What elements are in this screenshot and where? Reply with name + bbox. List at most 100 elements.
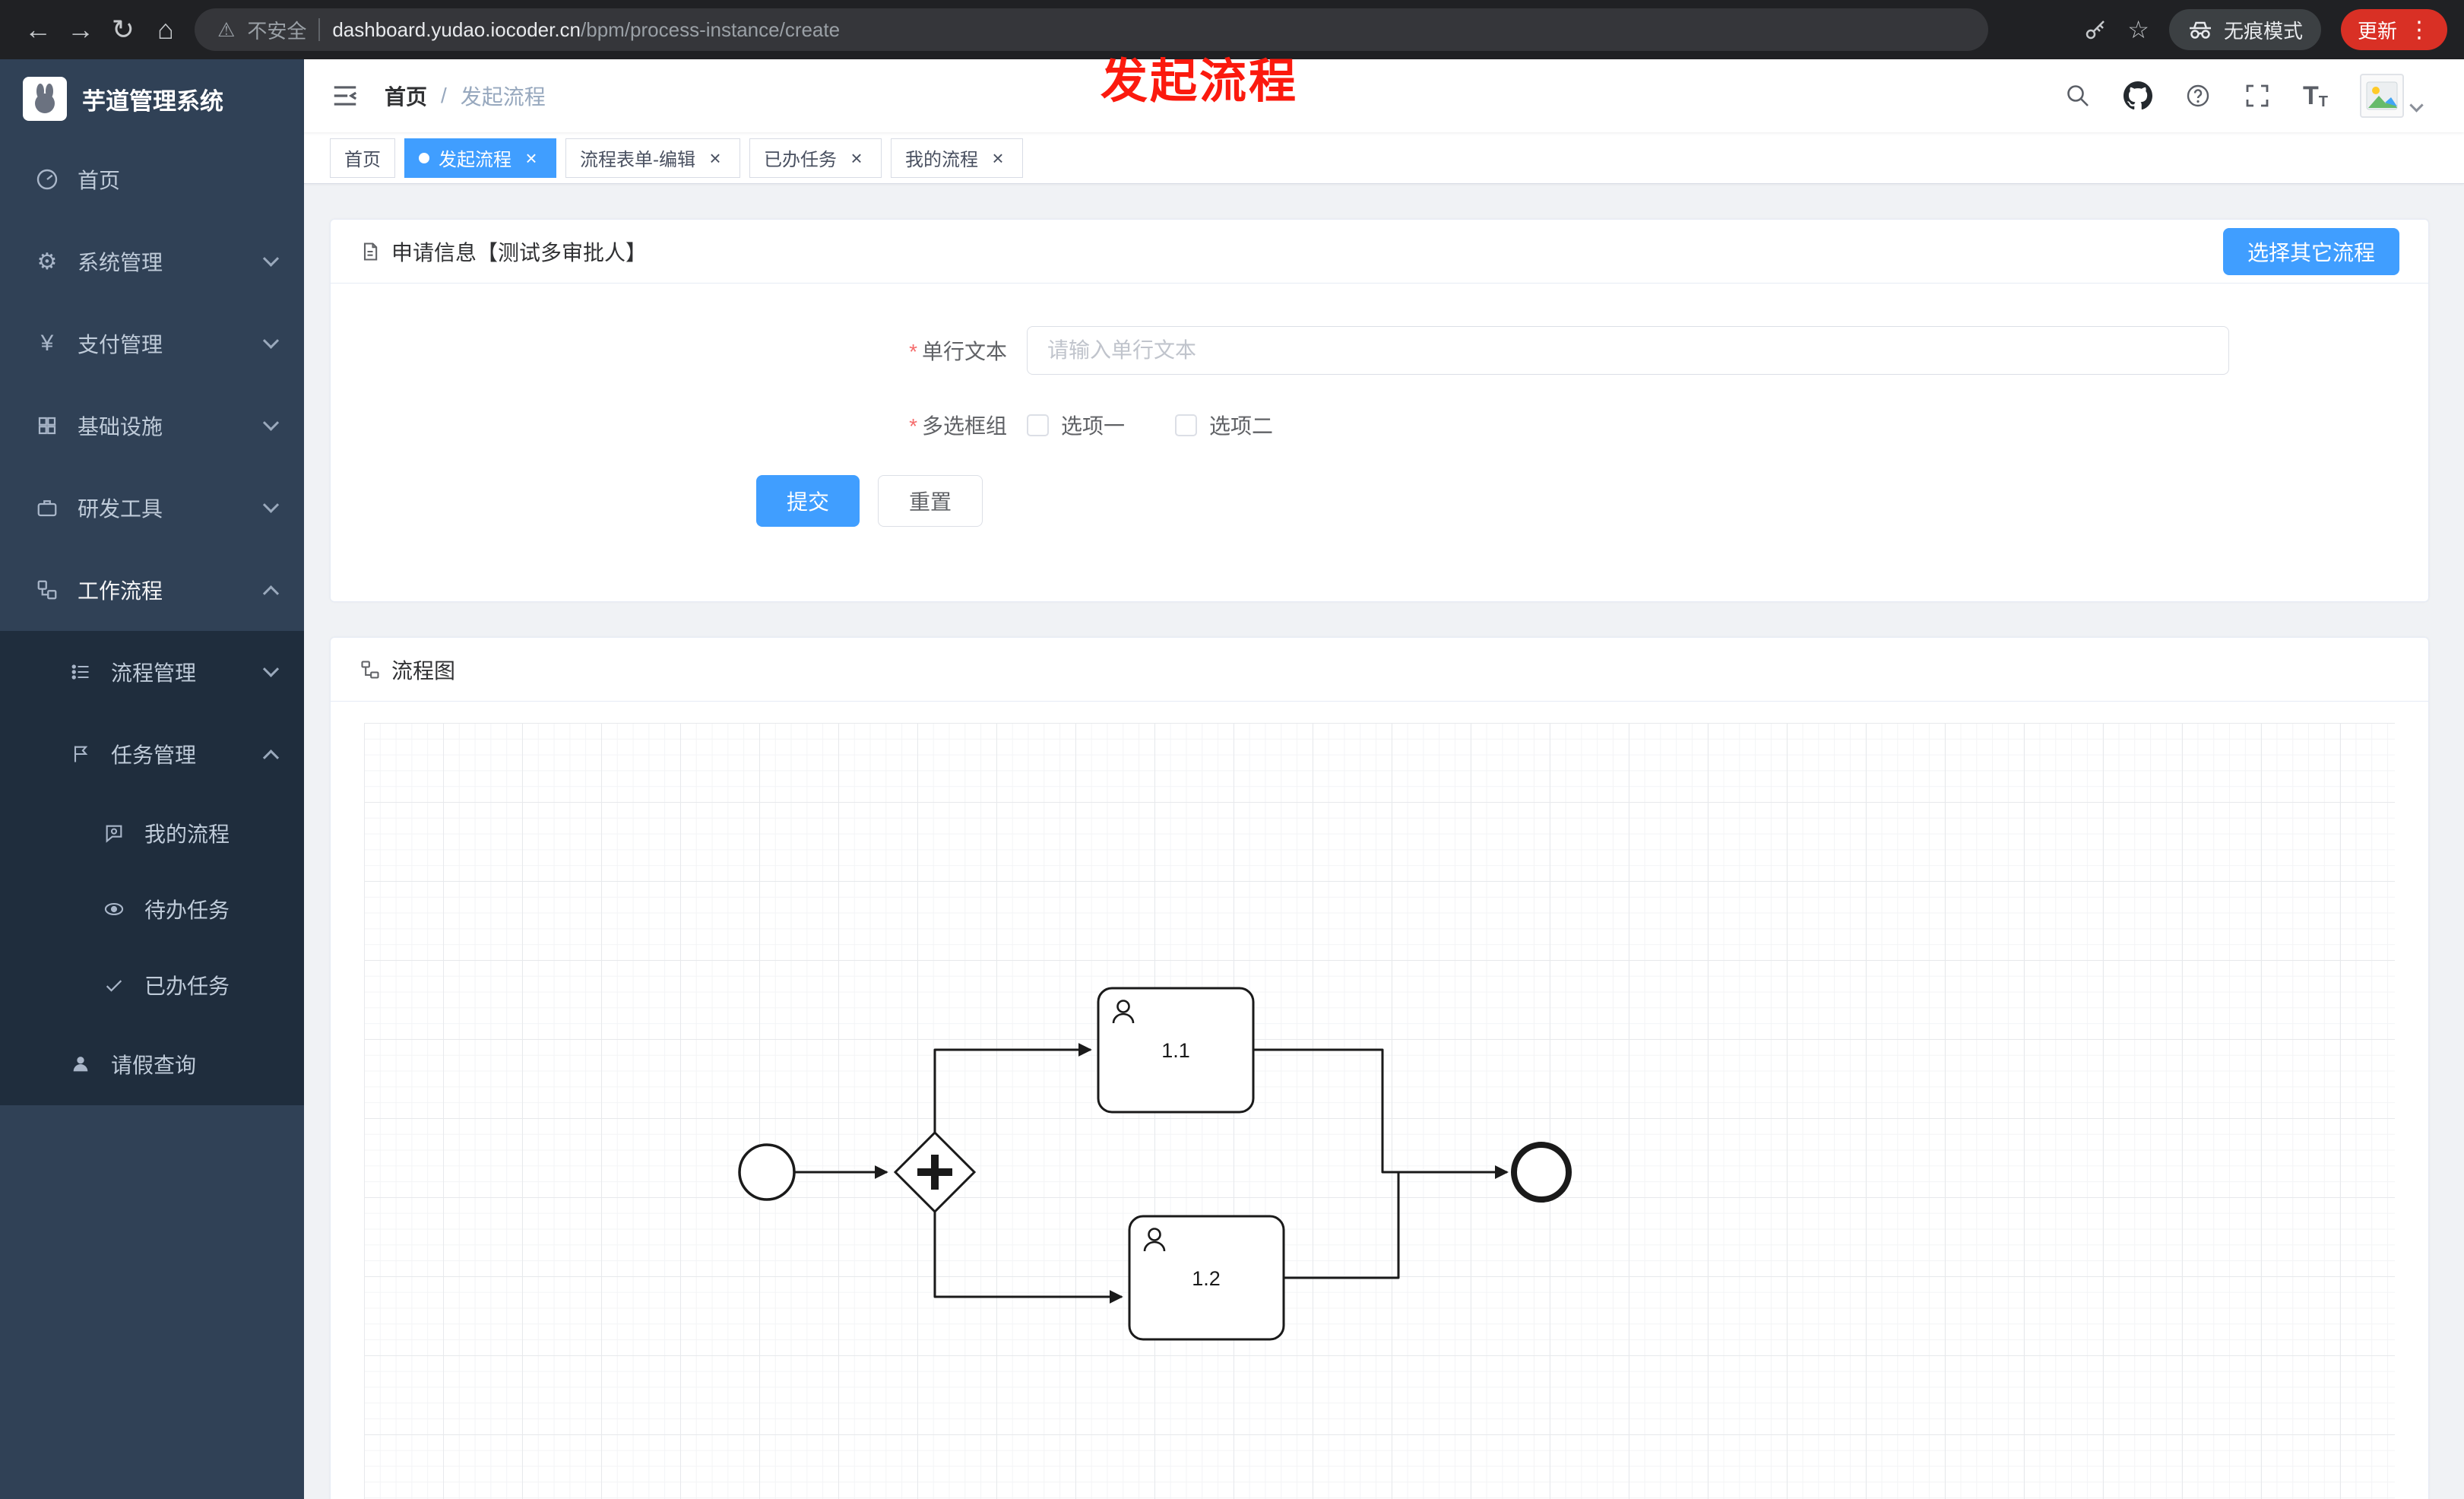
sidebar-item-my-processes[interactable]: 我的流程 (0, 795, 304, 871)
tab-done-tasks[interactable]: 已办任务 × (749, 138, 882, 178)
sidebar-item-devtools[interactable]: 研发工具 (0, 467, 304, 549)
browser-menu-icon[interactable]: ⋮ (2408, 17, 2431, 43)
sidebar-item-label: 研发工具 (78, 497, 163, 521)
chevron-down-icon (262, 332, 280, 349)
process-form: *单行文本 *多选框组 选项一 选项二 (756, 284, 2428, 527)
browser-reload-button[interactable]: ↻ (111, 14, 135, 45)
sidebar-item-done-tasks[interactable]: 已办任务 (0, 947, 304, 1023)
browser-home-button[interactable]: ⌂ (157, 14, 174, 45)
tab-initiate-process[interactable]: 发起流程 × (404, 138, 556, 178)
user-icon (1143, 1228, 1166, 1252)
sidebar-item-infrastructure[interactable]: 基础设施 (0, 385, 304, 467)
tab-label: 流程表单-编辑 (580, 150, 695, 170)
sidebar-item-workflow[interactable]: 工作流程 (0, 549, 304, 631)
select-other-process-button[interactable]: 选择其它流程 (2222, 227, 2399, 275)
gear-icon: ⚙ (36, 249, 58, 274)
collapse-sidebar-icon[interactable] (327, 78, 363, 114)
sidebar-item-label: 流程管理 (111, 661, 197, 685)
search-icon[interactable] (2064, 82, 2092, 109)
field-label: *多选框组 (756, 410, 1007, 440)
chevron-down-icon (262, 661, 280, 677)
tab-label: 我的流程 (905, 150, 978, 170)
tab-label: 首页 (344, 150, 381, 170)
checkbox-icon[interactable] (1175, 414, 1198, 436)
avatar (2360, 74, 2404, 118)
card-body: *单行文本 *多选框组 选项一 选项二 (331, 284, 2428, 527)
end-event-node[interactable] (1511, 1142, 1572, 1203)
tab-label: 已办任务 (764, 150, 837, 170)
app-logo-row[interactable]: 芋道管理系统 (0, 59, 304, 138)
password-key-icon[interactable] (2083, 17, 2108, 42)
sidebar-item-label: 待办任务 (144, 898, 230, 922)
browser-actions: ☆ 无痕模式 更新 ⋮ (2083, 9, 2447, 50)
help-icon[interactable] (2184, 82, 2212, 109)
workflow-submenu: 流程管理 任务管理 我的流程 待办任务 已办 (0, 631, 304, 1105)
single-line-text-input[interactable] (1027, 326, 2229, 375)
fullscreen-icon[interactable] (2244, 82, 2271, 109)
eye-icon (97, 898, 131, 920)
sidebar-item-system[interactable]: ⚙ 系统管理 (0, 220, 304, 303)
breadcrumb-home[interactable]: 首页 (385, 85, 428, 109)
active-dot (419, 152, 429, 163)
browser-forward-button[interactable]: → (67, 14, 94, 45)
required-asterisk: * (909, 414, 917, 438)
github-icon[interactable] (2124, 81, 2152, 110)
user-task-1-2-node[interactable]: 1.2 (1128, 1215, 1285, 1341)
tab-my-processes[interactable]: 我的流程 × (891, 138, 1023, 178)
user-task-1-1-node[interactable]: 1.1 (1097, 987, 1255, 1114)
checkbox-option-2[interactable]: 选项二 (1175, 410, 1273, 440)
not-secure-icon: ⚠ (217, 17, 236, 41)
sidebar-item-process-management[interactable]: 流程管理 (0, 631, 304, 713)
checkbox-group-row: *多选框组 选项一 选项二 (756, 410, 2428, 440)
flow-gateway-to-task-1-1 (933, 1043, 1092, 1133)
close-icon[interactable]: × (525, 146, 537, 170)
text-field-row: *单行文本 (756, 326, 2428, 375)
parallel-gateway-node[interactable] (893, 1130, 977, 1214)
chevron-down-icon (262, 414, 280, 431)
checkbox-option-1[interactable]: 选项一 (1027, 410, 1125, 440)
browser-update-button[interactable]: 更新 ⋮ (2340, 9, 2447, 50)
task-management-icon (64, 743, 97, 765)
close-icon[interactable]: × (850, 146, 863, 170)
app-title: 芋道管理系统 (82, 87, 223, 115)
sidebar-item-todo-tasks[interactable]: 待办任务 (0, 871, 304, 947)
tab-home[interactable]: 首页 (330, 138, 395, 178)
sidebar-item-payment[interactable]: ¥ 支付管理 (0, 303, 304, 385)
user-menu[interactable] (2360, 74, 2424, 118)
task-label: 1.1 (1161, 1039, 1190, 1062)
chevron-up-icon (262, 585, 280, 601)
diagram-body: 1.1 1.2 (331, 702, 2428, 1499)
close-icon[interactable]: × (709, 146, 721, 170)
sidebar-item-leave-query[interactable]: 请假查询 (0, 1023, 304, 1105)
incognito-label: 无痕模式 (2223, 19, 2303, 43)
workflow-icon (30, 578, 64, 601)
dashboard-icon (30, 167, 64, 192)
tab-process-form-edit[interactable]: 流程表单-编辑 × (565, 138, 740, 178)
process-management-icon (64, 661, 97, 683)
bookmark-star-icon[interactable]: ☆ (2127, 16, 2149, 43)
sidebar-item-home[interactable]: 首页 (0, 138, 304, 220)
task-label: 1.2 (1192, 1267, 1221, 1290)
flow-task-1-1-to-end (1253, 1048, 1509, 1179)
close-icon[interactable]: × (992, 146, 1004, 170)
reset-button[interactable]: 重置 (878, 475, 983, 527)
tools-icon (30, 496, 64, 519)
application-info-card: 申请信息【测试多审批人】 选择其它流程 *单行文本 *多选框组 (330, 219, 2429, 602)
card-title: 流程图 (391, 658, 456, 683)
chevron-down-icon (262, 496, 280, 513)
browser-back-button[interactable]: ← (24, 14, 52, 45)
infrastructure-icon (30, 414, 64, 437)
submit-button[interactable]: 提交 (756, 475, 860, 527)
chevron-down-icon (2409, 98, 2424, 113)
field-label-text: 多选框组 (921, 414, 1007, 438)
sidebar-item-label: 任务管理 (111, 743, 197, 767)
bpmn-canvas[interactable]: 1.1 1.2 (364, 723, 2395, 1499)
sidebar-menu: 首页 ⚙ 系统管理 ¥ 支付管理 基础设施 研发工具 (0, 138, 304, 1105)
start-event-node[interactable] (738, 1143, 796, 1201)
sidebar-item-task-management[interactable]: 任务管理 (0, 713, 304, 795)
checkbox-icon[interactable] (1027, 414, 1049, 436)
field-label-text: 单行文本 (921, 340, 1007, 363)
address-bar[interactable]: ⚠ 不安全 dashboard.yudao.iocoder.cn/bpm/pro… (195, 8, 1988, 51)
